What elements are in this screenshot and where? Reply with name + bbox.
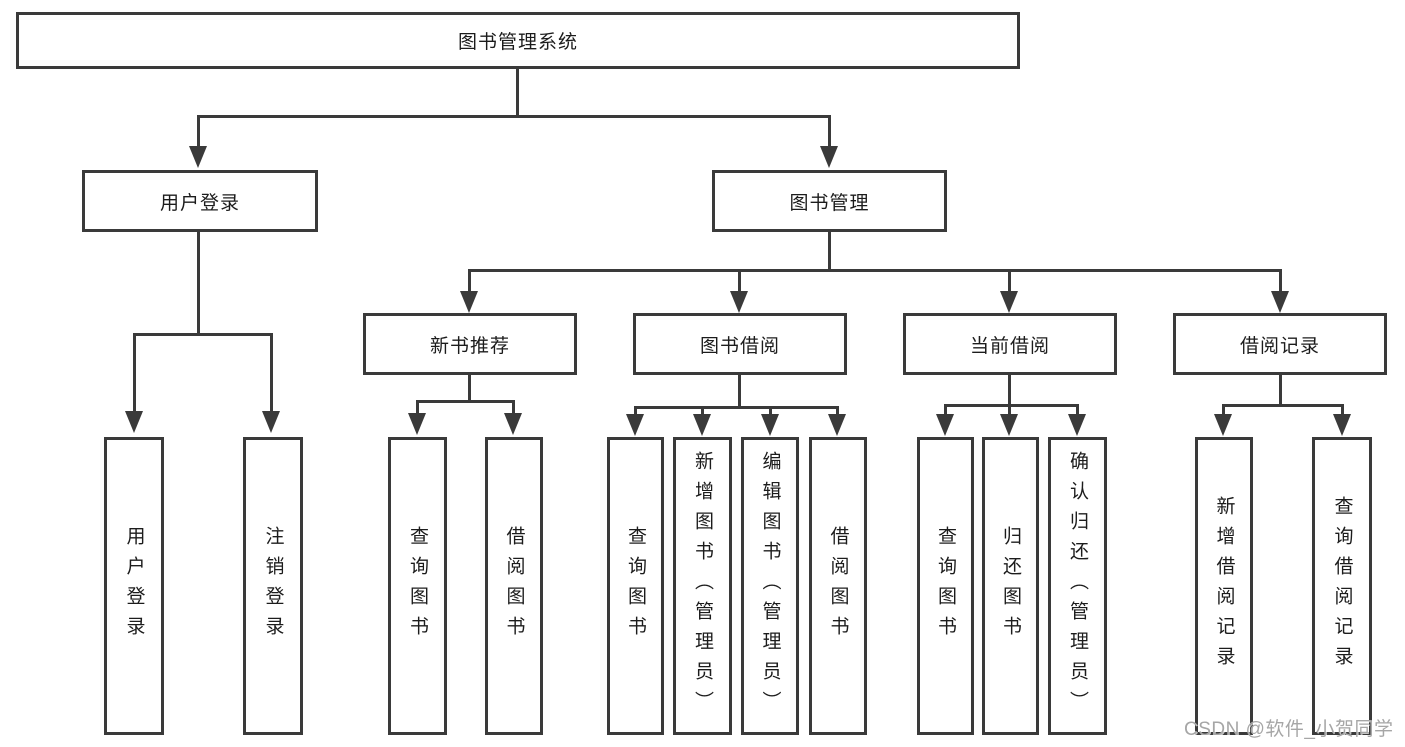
leaf-label: 查询图书 <box>625 526 646 646</box>
group-label: 当前借阅 <box>969 335 1050 357</box>
connector-drop <box>1341 404 1344 416</box>
connector-drop <box>416 400 419 415</box>
leaf-label: 借阅图书 <box>827 526 849 646</box>
arrow-down-icon <box>730 291 748 313</box>
branch-label: 用户登录 <box>159 192 240 214</box>
group-box-new-book-recommend: 新书推荐 <box>363 313 577 375</box>
connector-drop <box>1008 269 1011 293</box>
leaf-box-return-books: 归还图书 <box>982 437 1039 735</box>
arrow-down-icon <box>626 414 644 436</box>
connector-user-login-stub <box>197 232 200 335</box>
connector-stub <box>1008 375 1011 406</box>
branch-box-book-mgmt: 图书管理 <box>712 170 947 232</box>
leaf-label: 编辑图书（管理员） <box>759 451 781 721</box>
root-box: 图书管理系统 <box>16 12 1020 69</box>
group-box-current-borrow: 当前借阅 <box>903 313 1117 375</box>
connector-bar <box>416 400 515 403</box>
branch-label: 图书管理 <box>789 192 870 214</box>
arrow-down-icon <box>262 411 280 433</box>
connector-drop <box>836 406 839 416</box>
leaf-label: 新增图书（管理员） <box>692 451 713 721</box>
leaf-label: 借阅图书 <box>503 526 525 646</box>
arrow-down-icon <box>189 146 207 168</box>
leaf-box-query-borrow-record: 查询借阅记录 <box>1312 437 1372 735</box>
arrow-down-icon <box>820 146 838 168</box>
leaf-box-add-books-admin: 新增图书（管理员） <box>673 437 732 735</box>
connector-drop <box>701 406 704 416</box>
leaf-box-borrow-books: 借阅图书 <box>809 437 867 735</box>
group-label: 新书推荐 <box>429 335 510 357</box>
leaf-box-confirm-return-admin: 确认归还（管理员） <box>1048 437 1107 735</box>
arrow-down-icon <box>1000 414 1018 436</box>
branch-box-user-login: 用户登录 <box>82 170 318 232</box>
connector-drop <box>769 406 772 416</box>
leaf-box-logout: 注销登录 <box>243 437 303 735</box>
arrow-down-icon <box>504 413 522 435</box>
root-label: 图书管理系统 <box>457 32 578 53</box>
connector-drop <box>270 333 273 413</box>
group-box-borrow-records: 借阅记录 <box>1173 313 1387 375</box>
leaf-box-add-borrow-record: 新增借阅记录 <box>1195 437 1253 735</box>
leaf-box-query-books: 查询图书 <box>917 437 974 735</box>
leaf-box-query-books: 查询图书 <box>388 437 447 735</box>
leaf-label: 查询图书 <box>407 526 428 646</box>
arrow-down-icon <box>1068 414 1086 436</box>
connector-bar <box>1222 404 1344 407</box>
connector-user-login-drop <box>197 115 200 147</box>
leaf-label: 归还图书 <box>1000 526 1021 646</box>
leaf-label: 查询图书 <box>935 526 956 646</box>
connector-drop <box>1222 404 1225 416</box>
arrow-down-icon <box>1000 291 1018 313</box>
connector-stub <box>1279 375 1282 406</box>
connector-book-mgmt-stub <box>828 232 831 271</box>
group-label: 借阅记录 <box>1239 335 1320 357</box>
connector-stub <box>468 375 471 402</box>
arrow-down-icon <box>460 291 478 313</box>
arrow-down-icon <box>828 414 846 436</box>
leaf-label: 查询借阅记录 <box>1331 496 1353 676</box>
connector-drop <box>468 269 471 293</box>
leaf-label: 用户登录 <box>123 526 145 646</box>
connector-bar <box>634 406 839 409</box>
connector-drop <box>1008 404 1011 416</box>
arrow-down-icon <box>1214 414 1232 436</box>
leaf-box-edit-books-admin: 编辑图书（管理员） <box>741 437 799 735</box>
leaf-label: 新增借阅记录 <box>1213 496 1235 676</box>
leaf-label: 注销登录 <box>262 526 284 646</box>
connector-book-mgmt-drop <box>828 115 831 147</box>
leaf-box-user-login: 用户登录 <box>104 437 164 735</box>
connector-drop <box>634 406 637 416</box>
connector-level2-bar <box>468 269 1282 272</box>
connector-user-login-bar <box>133 333 273 336</box>
connector-drop <box>133 333 136 413</box>
group-label: 图书借阅 <box>699 335 780 357</box>
arrow-down-icon <box>408 413 426 435</box>
connector-stub <box>738 375 741 408</box>
arrow-down-icon <box>761 414 779 436</box>
connector-bar <box>944 404 1079 407</box>
watermark: CSDN @软件_小贺同学 <box>1184 719 1394 740</box>
arrow-down-icon <box>936 414 954 436</box>
connector-drop <box>1076 404 1079 416</box>
leaf-box-borrow-books: 借阅图书 <box>485 437 543 735</box>
leaf-label: 确认归还（管理员） <box>1067 451 1088 721</box>
arrow-down-icon <box>1271 291 1289 313</box>
arrow-down-icon <box>125 411 143 433</box>
connector-root-stub <box>516 67 519 117</box>
connector-drop <box>944 404 947 416</box>
connector-drop <box>512 400 515 415</box>
connector-drop <box>1279 269 1282 293</box>
connector-level1-bar <box>197 115 831 118</box>
arrow-down-icon <box>693 414 711 436</box>
leaf-box-query-books: 查询图书 <box>607 437 664 735</box>
arrow-down-icon <box>1333 414 1351 436</box>
group-box-book-borrow: 图书借阅 <box>633 313 847 375</box>
connector-drop <box>738 269 741 293</box>
